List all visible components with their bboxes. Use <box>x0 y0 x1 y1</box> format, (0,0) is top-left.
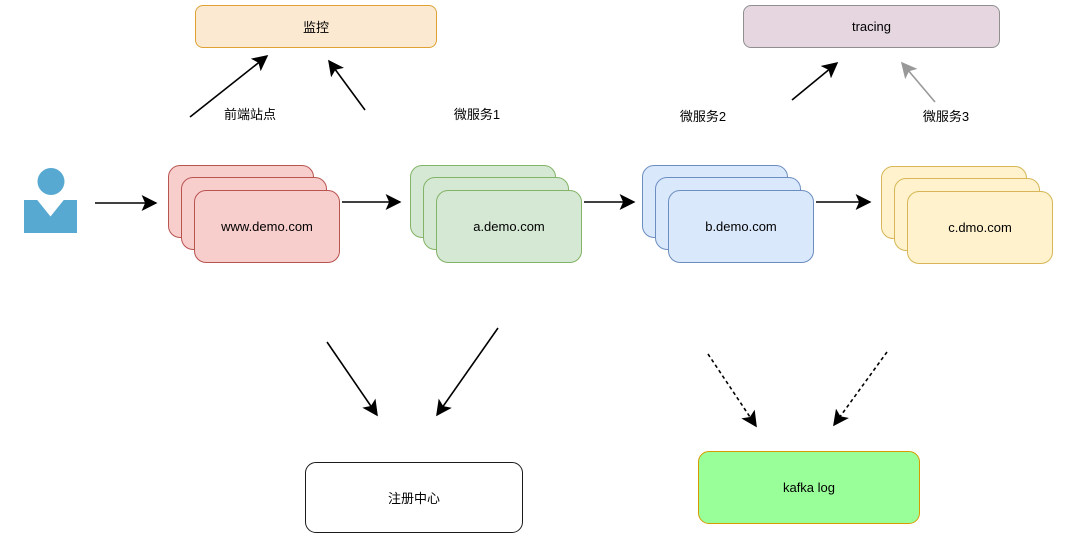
node-tracing-label: tracing <box>851 19 892 34</box>
node-registry[interactable]: 注册中心 <box>305 462 523 533</box>
node-kafka-log-label: kafka log <box>782 480 836 495</box>
node-frontend-stack[interactable]: www.demo.com <box>168 165 340 263</box>
edge-label-microservice2: 微服务2 <box>679 109 727 124</box>
edge-b-to-kafka <box>707 353 757 428</box>
node-kafka-log[interactable]: kafka log <box>698 451 920 524</box>
edge-a-to-monitoring <box>328 59 366 111</box>
node-service-c-stack[interactable]: c.dmo.com <box>881 166 1053 264</box>
edge-frontend-to-monitoring <box>189 55 269 118</box>
stack-card-front: a.demo.com <box>436 190 582 263</box>
edge-label-microservice1: 微服务1 <box>453 107 501 122</box>
stack-card-front: c.dmo.com <box>907 191 1053 264</box>
node-frontend-label: www.demo.com <box>221 219 313 234</box>
edge-frontend-to-registry <box>326 341 378 417</box>
edge-label-microservice3: 微服务3 <box>922 109 970 124</box>
edge-b-to-tracing <box>791 61 839 101</box>
stack-card-front: www.demo.com <box>194 190 340 263</box>
node-service-b-stack[interactable]: b.demo.com <box>642 165 814 263</box>
edge-c-to-tracing <box>900 61 936 103</box>
user-icon-head <box>37 168 64 195</box>
node-service-b-label: b.demo.com <box>705 219 777 234</box>
stack-card-front: b.demo.com <box>668 190 814 263</box>
node-tracing[interactable]: tracing <box>743 5 1000 48</box>
node-service-c-label: c.dmo.com <box>948 220 1012 235</box>
node-service-a-stack[interactable]: a.demo.com <box>410 165 582 263</box>
edge-c-to-kafka <box>833 351 888 427</box>
user-icon[interactable] <box>24 168 77 233</box>
node-monitoring[interactable]: 监控 <box>195 5 437 48</box>
edge-a-to-registry <box>436 327 499 417</box>
node-service-a-label: a.demo.com <box>473 219 545 234</box>
node-registry-label: 注册中心 <box>387 491 440 506</box>
node-monitoring-label: 监控 <box>302 20 329 35</box>
edge-label-frontend-site: 前端站点 <box>223 107 277 122</box>
user-icon-body <box>24 200 77 233</box>
